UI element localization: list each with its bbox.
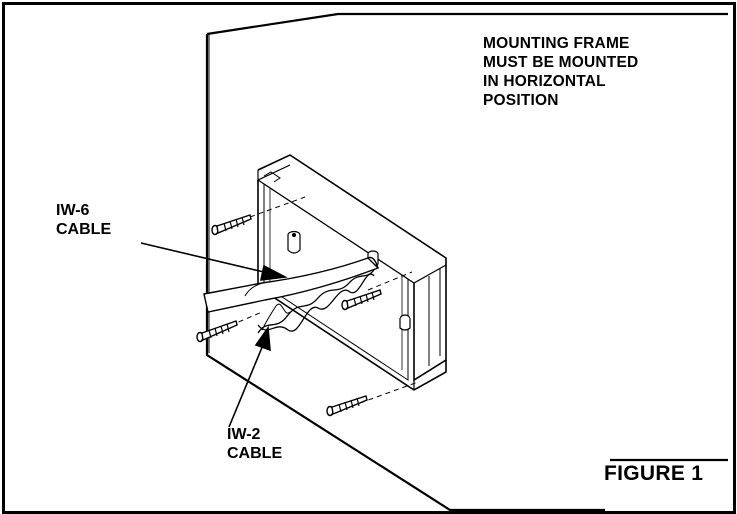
screw-right	[341, 289, 382, 311]
leader-arrows	[140, 242, 288, 428]
wall-panel-outline	[205, 12, 728, 512]
wall-panel	[207, 14, 338, 108]
iw6-cable	[203, 256, 380, 313]
iw2-label-line1: IW-2	[227, 426, 261, 443]
figure-label: FIGURE 1	[604, 462, 704, 485]
iw6-label-line1: IW-6	[56, 202, 90, 219]
iw2-cable	[257, 269, 375, 334]
iw2-label-line2: CABLE	[227, 445, 283, 462]
iw2-label: IW-2 CABLE	[227, 425, 282, 463]
screw-top-left	[211, 214, 252, 236]
note-line: IN HORIZONTAL	[483, 73, 606, 90]
note-line: POSITION	[483, 92, 559, 109]
iw6-label-line2: CABLE	[56, 221, 112, 238]
note-line: MOUNTING FRAME	[483, 35, 630, 52]
iw6-label: IW-6 CABLE	[56, 201, 111, 239]
screw-bottom-left	[196, 320, 238, 343]
note-line: MUST BE MOUNTED	[483, 54, 639, 71]
mounting-frame	[257, 154, 447, 391]
screws	[196, 214, 382, 417]
screw-bottom	[326, 395, 368, 417]
screw-guide-lines	[221, 196, 419, 404]
mounting-note: MOUNTING FRAME MUST BE MOUNTED IN HORIZO…	[483, 34, 638, 110]
